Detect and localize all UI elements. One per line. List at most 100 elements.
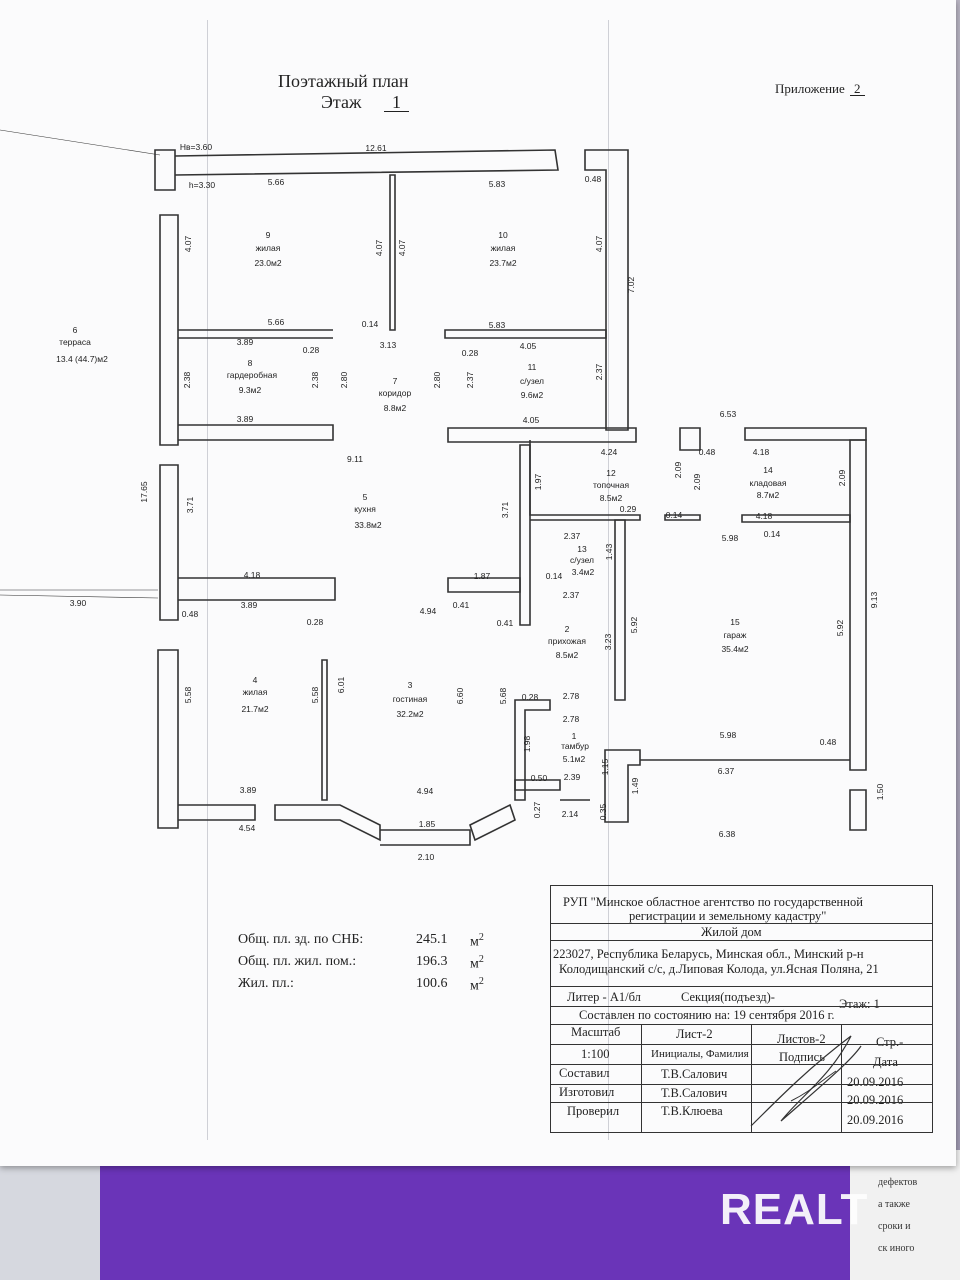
under-sheet-line: сроки и: [878, 1221, 911, 1232]
floor-plan-sheet: Поэтажный план Этаж 1 Приложение 2: [0, 0, 956, 1166]
dimension: 0.14: [362, 319, 379, 329]
dimension: 2.39: [564, 772, 581, 782]
room-area: 9.6м2: [521, 390, 544, 400]
dimension: 4.07: [397, 239, 407, 256]
room-name: гардеробная: [227, 370, 278, 380]
dimension: 1.97: [533, 473, 543, 490]
dimension: 1.85: [419, 819, 436, 829]
room-name: с/узел: [520, 376, 544, 386]
dimension: 5.58: [310, 686, 320, 703]
person-name: Т.В.Клюева: [661, 1104, 723, 1118]
room-area: 8.7м2: [757, 490, 780, 500]
org-name-line2: регистрации и земельному кадастру": [629, 909, 827, 923]
dimension: 2.37: [564, 531, 581, 541]
dimension: 2.09: [673, 461, 683, 478]
dimension: 5.83: [489, 320, 506, 330]
dimension: 2.14: [562, 809, 579, 819]
org-name: РУП "Минское областное агентство по госу…: [563, 895, 863, 909]
dimension: 3.71: [500, 501, 510, 518]
room-area: 21.7м2: [241, 704, 268, 714]
dimension: 2.37: [563, 590, 580, 600]
person-name: Т.В.Салович: [661, 1067, 728, 1081]
room-name: тамбур: [561, 741, 589, 751]
under-sheet-line: дефектов: [878, 1177, 918, 1188]
dimension: 0.41: [453, 600, 470, 610]
floor-number: 1: [384, 93, 409, 112]
area-value: 245.1: [416, 932, 448, 947]
area-row: Общ. пл. зд. по СНБ: 245.1 м2: [238, 932, 538, 954]
area-unit: м2: [470, 932, 484, 950]
height-label: h=3.30: [189, 180, 216, 190]
dimension: 0.28: [462, 348, 479, 358]
area-unit: м2: [470, 976, 484, 994]
room-name: терраса: [59, 337, 91, 347]
dimension: 2.10: [418, 852, 435, 862]
dimension: 6.53: [720, 409, 737, 419]
room-area: 33.8м2: [354, 520, 381, 530]
section: Секция(подъезд)-: [681, 990, 775, 1004]
dimension: 5.66: [268, 177, 285, 187]
initials-label: Инициалы, Фамилия: [651, 1048, 749, 1060]
dimension: 0.35: [598, 803, 608, 820]
plan-labels: Hв=3.60 h=3.30 9 жилая 23.0м2 10 жилая 2…: [56, 142, 885, 862]
plan-dimension-lines: [0, 129, 161, 599]
room-number: 6: [73, 325, 78, 335]
dimension: 2.37: [465, 371, 475, 388]
date-label: Дата: [873, 1055, 898, 1069]
room-number: 10: [498, 230, 508, 240]
dimension: 0.29: [620, 504, 637, 514]
area-label: Общ. пл. зд. по СНБ:: [238, 932, 364, 947]
room-area: 35.4м2: [721, 644, 748, 654]
room-name: гараж: [724, 630, 747, 640]
room-name: жилая: [256, 243, 281, 253]
dimension: 1.15: [600, 758, 610, 775]
area-value: 100.6: [416, 976, 448, 991]
dimension: 0.28: [303, 345, 320, 355]
dimension: 3.89: [241, 600, 258, 610]
room-name: прихожая: [548, 636, 586, 646]
fold-line: [608, 20, 609, 1140]
address-line2: Колодищанский с/с, д.Липовая Колода, ул.…: [559, 962, 879, 976]
dimension: 0.28: [522, 692, 539, 702]
dimension: 4.54: [239, 823, 256, 833]
dimension: 5.92: [629, 616, 639, 633]
dimension: 2.09: [837, 469, 847, 486]
room-number: 12: [606, 468, 616, 478]
room-area: 5.1м2: [563, 754, 586, 764]
dimension: 0.50: [531, 773, 548, 783]
dimension: 2.78: [563, 714, 580, 724]
floor-label: Этаж: [321, 92, 362, 112]
area-summary: Общ. пл. зд. по СНБ: 245.1 м2 Общ. пл. ж…: [238, 932, 538, 998]
room-area: 3.4м2: [572, 567, 595, 577]
dimension: 3.89: [237, 414, 254, 424]
dimension: 3.23: [603, 633, 613, 650]
realt-watermark: REALT: [720, 1185, 869, 1234]
room-area: 23.0м2: [254, 258, 281, 268]
room-name: кладовая: [750, 478, 787, 488]
title-block: РУП "Минское областное агентство по госу…: [550, 885, 933, 1133]
room-number: 11: [528, 362, 537, 372]
plan-title: Поэтажный план: [278, 71, 409, 91]
dimension: 4.05: [520, 341, 537, 351]
dimension: 1.43: [604, 543, 614, 560]
dimension: 0.14: [666, 510, 683, 520]
scale-label: Масштаб: [571, 1025, 621, 1039]
dimension: 3.13: [380, 340, 397, 350]
dimension: 4.18: [756, 511, 773, 521]
dimension: 3.90: [70, 598, 87, 608]
room-area: 8.8м2: [384, 403, 407, 413]
dimension: 5.98: [720, 730, 737, 740]
address-line1: 223027, Республика Беларусь, Минская обл…: [553, 947, 864, 961]
height-label: Hв=3.60: [180, 142, 212, 152]
page-label: Стр.-: [876, 1035, 904, 1049]
role: Проверил: [567, 1104, 620, 1118]
dimension: 5.66: [268, 317, 285, 327]
room-number: 1: [572, 731, 577, 741]
scale-value: 1:100: [581, 1047, 610, 1061]
dimension: 5.68: [498, 687, 508, 704]
compiled-date: Составлен по состоянию на: 19 сентября 2…: [579, 1008, 835, 1022]
under-sheet-line: ск иного: [878, 1243, 915, 1254]
dimension: 2.80: [339, 371, 349, 388]
floor-info: Этаж: 1: [839, 997, 880, 1011]
dimension: 4.05: [523, 415, 540, 425]
